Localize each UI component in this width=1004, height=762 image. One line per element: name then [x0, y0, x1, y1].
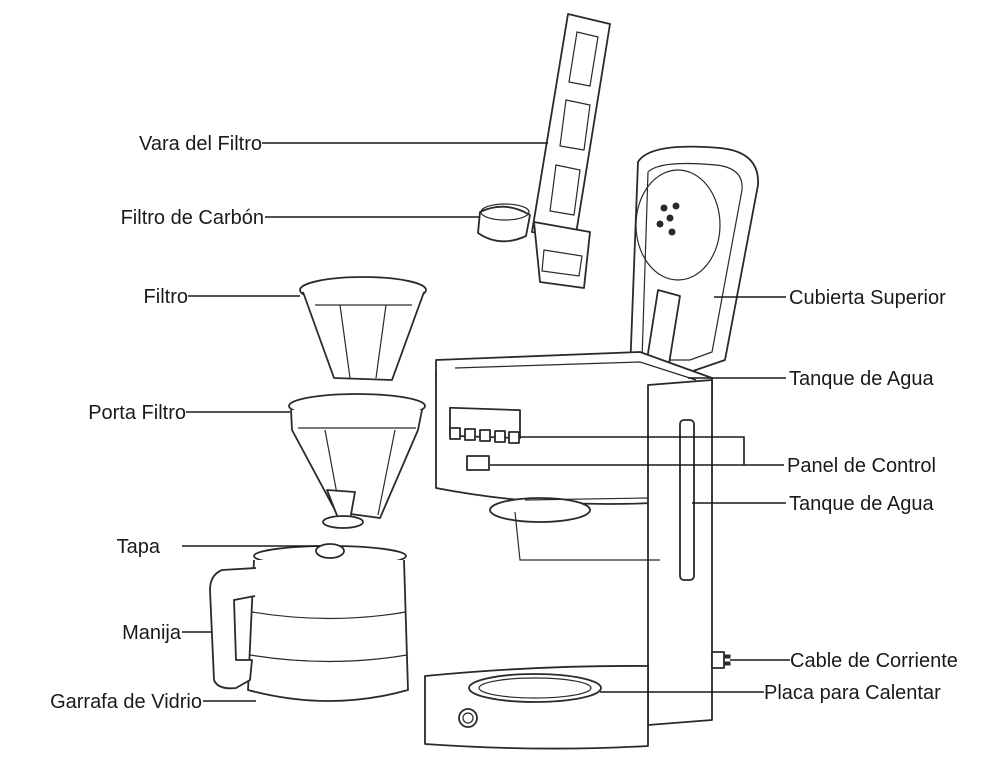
- filter-drawing: [299, 276, 427, 381]
- leader-lines: [182, 142, 790, 702]
- label-handle: Manija: [122, 622, 182, 644]
- carafe-drawing: [209, 543, 409, 702]
- label-top-cover: Cubierta Superior: [789, 287, 946, 309]
- label-power-cord: Cable de Corriente: [790, 650, 958, 672]
- label-filter: Filtro: [144, 286, 188, 308]
- leader-control-panel-a: [520, 436, 745, 465]
- label-water-tank-top: Tanque de Agua: [789, 368, 934, 390]
- label-lid: Tapa: [117, 536, 161, 558]
- label-glass-carafe: Garrafa de Vidrio: [50, 691, 202, 713]
- filter-holder-drawing: [288, 393, 426, 529]
- part-labels: Vara del Filtro Filtro de Carbón Filtro …: [50, 133, 958, 713]
- label-filter-holder: Porta Filtro: [88, 402, 186, 424]
- label-carbon-filter: Filtro de Carbón: [121, 207, 264, 229]
- label-water-tank-side: Tanque de Agua: [789, 493, 934, 515]
- machine-body-drawing: [424, 351, 731, 750]
- filter-rod-drawing: [531, 13, 611, 289]
- label-control-panel: Panel de Control: [787, 455, 936, 477]
- label-warming-plate: Placa para Calentar: [764, 682, 941, 704]
- label-filter-rod: Vara del Filtro: [139, 133, 262, 155]
- carbon-filter-drawing: [477, 203, 531, 243]
- top-cover-drawing: [629, 145, 759, 373]
